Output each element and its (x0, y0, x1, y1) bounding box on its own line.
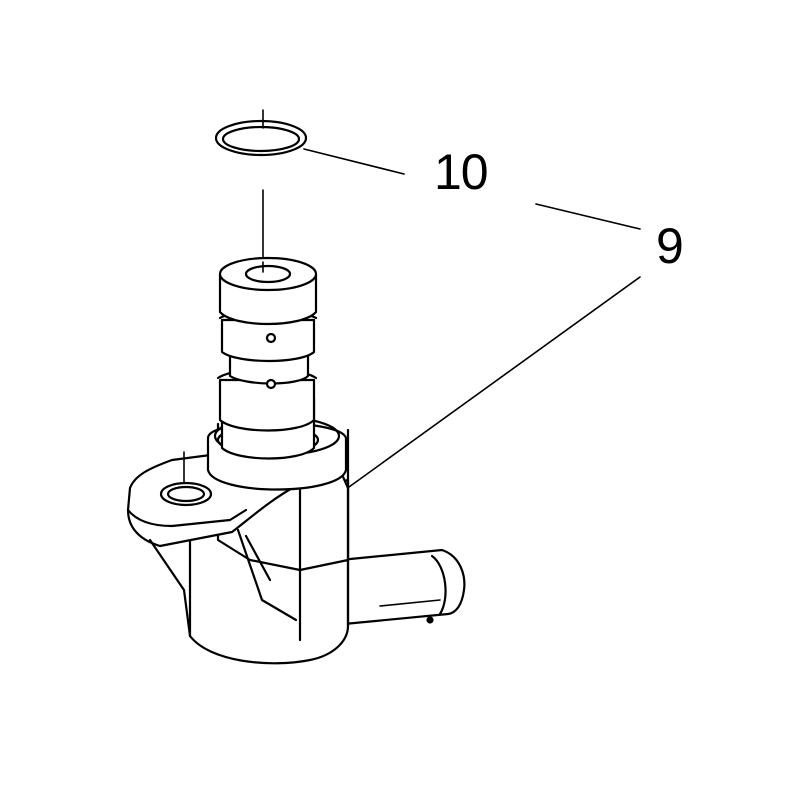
o-ring (214, 119, 308, 157)
leader-line-9-upper (535, 203, 641, 230)
leader-line-10 (303, 148, 405, 175)
callout-label-10: 10 (434, 144, 489, 200)
solenoid-valve (126, 256, 466, 665)
outlet-pipe (338, 548, 466, 626)
spool-stack (216, 256, 318, 460)
callout-label-9: 9 (656, 218, 684, 274)
leader-line-9-lower (348, 276, 641, 488)
leader-lines (303, 148, 641, 488)
